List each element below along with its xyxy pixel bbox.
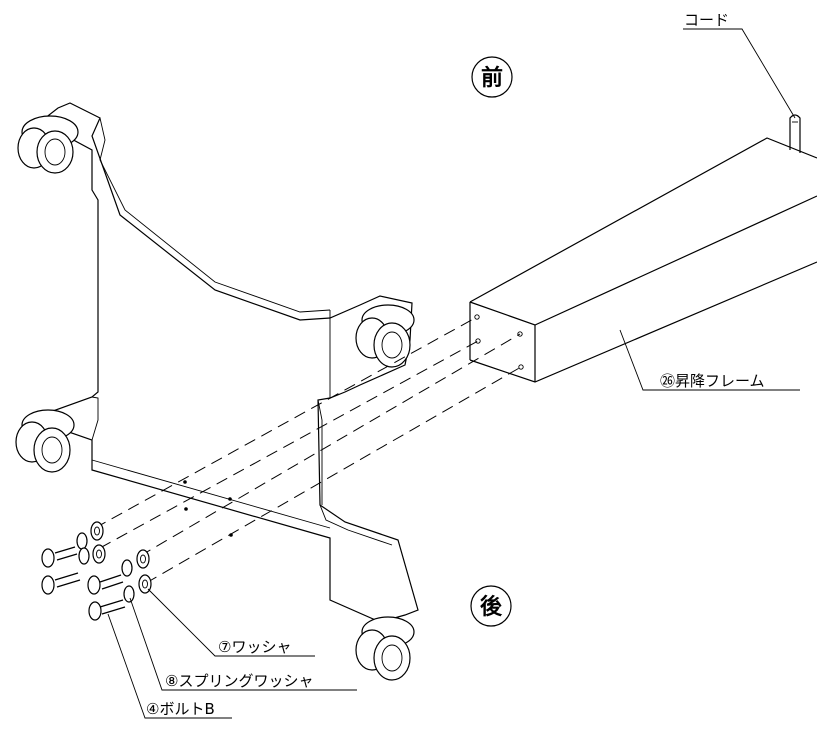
base-plate — [38, 102, 419, 623]
lift-frame-label: ㉖昇降フレーム — [660, 372, 765, 390]
back-marker: 後 — [470, 585, 512, 627]
cord-label: コード — [684, 11, 729, 29]
back-label: 後 — [480, 594, 503, 620]
bolt-set-4 — [88, 574, 152, 621]
cord — [789, 114, 801, 153]
caster-wheel-front-left — [17, 115, 79, 174]
front-label: 前 — [481, 65, 503, 91]
spring-washer-label: ⑧スプリングワッシャ — [165, 672, 313, 690]
leader-lines — [107, 28, 800, 719]
caster-wheel-back-left — [15, 409, 75, 473]
bolt-set-2 — [41, 544, 106, 595]
washer-label: ⑦ワッシャ — [218, 638, 291, 656]
lift-frame-beam — [469, 137, 817, 383]
front-marker: 前 — [471, 56, 513, 98]
assembly-lines — [94, 316, 522, 584]
bolt-set-1 — [41, 521, 104, 568]
caster-wheel-front-right — [355, 304, 415, 368]
bolt-b-label: ④ボルトB — [146, 700, 215, 718]
caster-wheel-back-right — [355, 616, 415, 681]
bolt-set-3 — [87, 549, 150, 595]
